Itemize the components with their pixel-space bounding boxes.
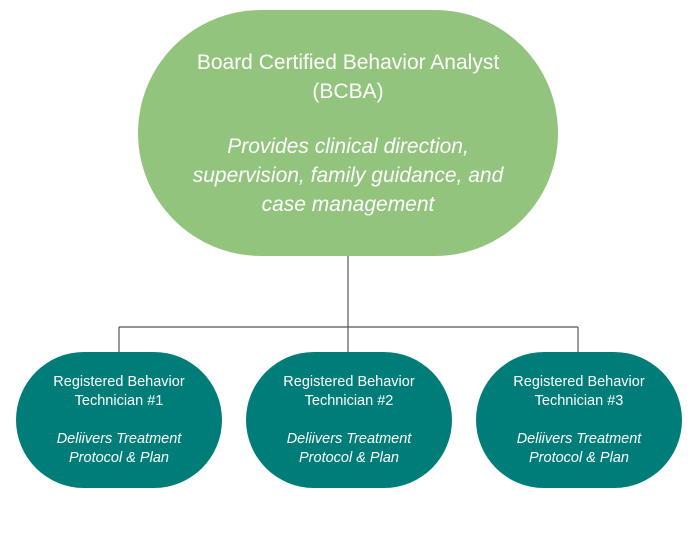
rbt-3-title: Registered Behavior Technician #3 <box>513 373 645 409</box>
bcba-title: Board Certified Behavior Analyst (BCBA) <box>196 50 500 103</box>
bcba-node: Board Certified Behavior Analyst (BCBA) … <box>138 10 558 256</box>
bcba-description: Provides clinical direction, supervision… <box>192 134 504 216</box>
rbt-1-title: Registered Behavior Technician #1 <box>53 373 185 409</box>
rbt-2-title: Registered Behavior Technician #2 <box>283 373 415 409</box>
rbt-3-description: Deliivers Treatment Protocol & Plan <box>516 430 642 466</box>
rbt-node-1: Registered Behavior Technician #1 Deliiv… <box>16 352 222 488</box>
rbt-2-description: Deliivers Treatment Protocol & Plan <box>286 430 412 466</box>
rbt-node-3: Registered Behavior Technician #3 Deliiv… <box>476 352 682 488</box>
rbt-1-description: Deliivers Treatment Protocol & Plan <box>56 430 182 466</box>
rbt-node-2: Registered Behavior Technician #2 Deliiv… <box>246 352 452 488</box>
